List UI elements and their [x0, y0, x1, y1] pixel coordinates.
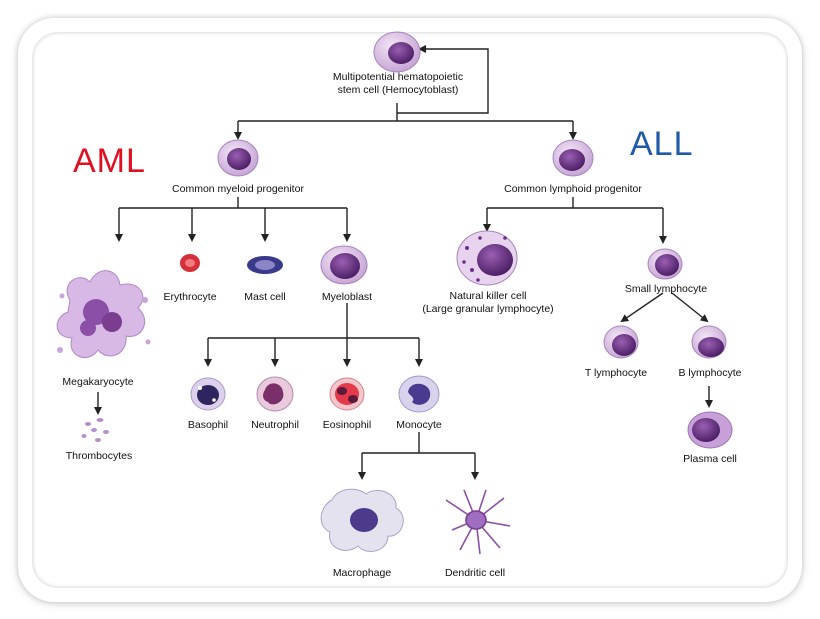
- lymphoid-progenitor-label: Common lymphoid progenitor: [504, 183, 642, 195]
- basophil-label: Basophil: [187, 419, 229, 431]
- small-lymphocyte-label: Small lymphocyte: [624, 283, 708, 295]
- macrophage-icon: [320, 488, 404, 552]
- lymphoid-progenitor-icon: [552, 139, 594, 177]
- thrombocytes-icon: [81, 418, 109, 442]
- myeloblast-icon: [320, 245, 368, 285]
- erythrocyte-label: Erythrocyte: [163, 291, 217, 303]
- self-renewal-arrow: [397, 45, 489, 114]
- macrophage-label: Macrophage: [332, 567, 392, 579]
- all-heading: ALL: [630, 125, 694, 163]
- natural-killer-cell-icon: [456, 230, 518, 286]
- monocyte-label: Monocyte: [396, 419, 442, 431]
- erythrocyte-icon: [180, 254, 200, 272]
- plasma-cell-label: Plasma cell: [683, 453, 737, 465]
- neutrophil-label: Neutrophil: [251, 419, 299, 431]
- monocyte-icon: [398, 375, 440, 413]
- myeloid-progenitor-label: Common myeloid progenitor: [172, 183, 304, 195]
- nk-cell-label-line1: Natural killer cell: [449, 290, 527, 302]
- stem-cell-label-line2: stem cell (Hemocytoblast): [337, 84, 459, 96]
- megakaryocyte-icon: [56, 270, 151, 359]
- eosinophil-label: Eosinophil: [322, 419, 372, 431]
- plasma-cell-icon: [687, 411, 733, 449]
- nk-cell-label-line2: (Large granular lymphocyte): [422, 303, 554, 315]
- small-lymphocyte-icon: [647, 248, 683, 280]
- dendritic-cell-icon: [445, 489, 511, 555]
- neutrophil-icon: [256, 376, 294, 412]
- connector-lines: [94, 45, 713, 480]
- mast-cell-icon: [247, 256, 283, 274]
- stem-cell-icon: [373, 31, 421, 73]
- basophil-icon: [190, 377, 226, 411]
- t-lymphocyte-label: T lymphocyte: [584, 367, 648, 379]
- megakaryocyte-label: Megakaryocyte: [62, 376, 134, 388]
- eosinophil-icon: [329, 377, 365, 411]
- b-lymphocyte-label: B lymphocyte: [678, 367, 742, 379]
- t-lymphocyte-icon: [603, 325, 639, 359]
- mast-cell-label: Mast cell: [244, 291, 286, 303]
- dendritic-cell-label: Dendritic cell: [444, 567, 506, 579]
- myeloblast-label: Myeloblast: [321, 291, 373, 303]
- thrombocytes-label: Thrombocytes: [65, 450, 133, 462]
- stem-cell-label-line1: Multipotential hematopoietic: [332, 71, 464, 83]
- aml-heading: AML: [73, 142, 146, 180]
- b-lymphocyte-icon: [691, 325, 727, 359]
- diagram-panel: [32, 32, 788, 588]
- myeloid-progenitor-icon: [217, 139, 259, 177]
